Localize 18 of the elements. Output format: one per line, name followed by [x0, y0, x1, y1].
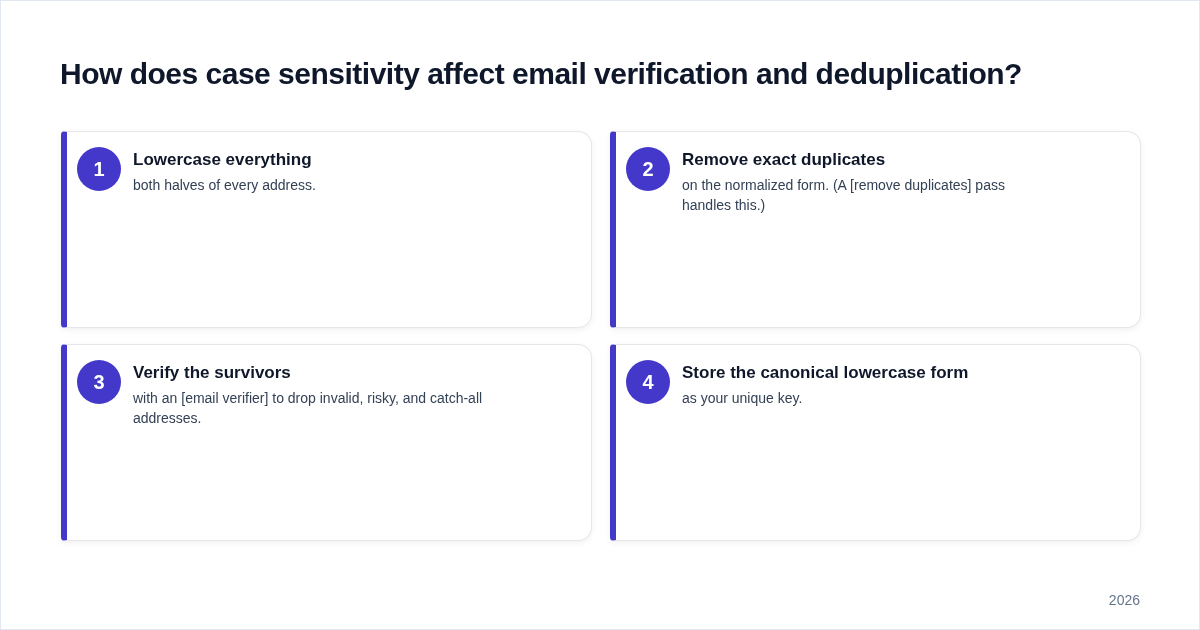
- step-description: both halves of every address.: [133, 176, 317, 195]
- year-label: 2026: [1108, 591, 1140, 609]
- step-heading: Verify the survivors: [133, 362, 291, 384]
- step-number: 2: [626, 147, 670, 191]
- step-heading: Store the canonical lowercase form: [682, 362, 969, 384]
- step-number: 3: [77, 360, 121, 404]
- step-heading: Lowercase everything: [133, 149, 312, 171]
- step-card: [61, 344, 592, 541]
- step-description: with an [email verifier] to drop invalid, risky, and catch-all addresses.: [133, 389, 484, 428]
- step-card: [610, 131, 1141, 328]
- step-description: as your unique key.: [682, 389, 804, 408]
- diagram-title: How does case sensitivity affect email verification and deduplication?: [60, 57, 1022, 91]
- step-card: [61, 131, 592, 328]
- step-heading: Remove exact duplicates: [682, 149, 886, 171]
- step-card: [610, 344, 1141, 541]
- step-number: 4: [626, 360, 670, 404]
- step-description: on the normalized form. (A [remove duplicates] pass handles this.): [682, 176, 1006, 215]
- step-number: 1: [77, 147, 121, 191]
